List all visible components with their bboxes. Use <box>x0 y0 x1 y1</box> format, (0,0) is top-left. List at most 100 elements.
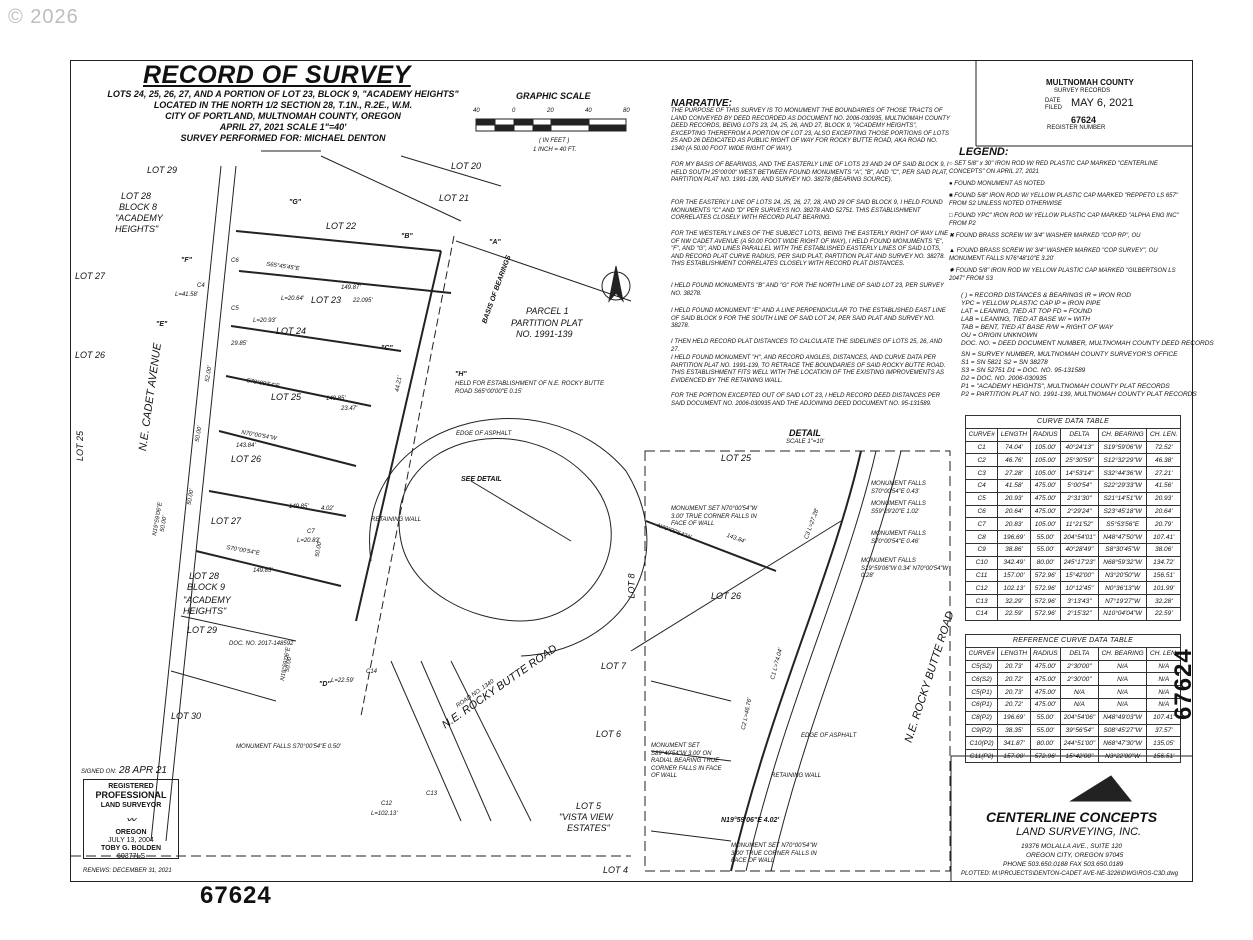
table-cell: 475.00' <box>1029 491 1062 506</box>
legend-abbrev-7: DOC. NO. = DEED DOCUMENT NUMBER, MULTNOM… <box>961 340 1214 347</box>
legend-abbrev-8: SN = SURVEY NUMBER, MULTNOMAH COUNTY SUR… <box>961 351 1178 358</box>
subtitle-line-3: CITY OF PORTLAND, MULTNOMAH COUNTY, OREG… <box>165 111 401 121</box>
plan-lot-label: LOT 27 <box>211 516 242 526</box>
stamp-line: PROFESSIONAL <box>95 790 167 800</box>
table-cell: N68°47'30"W <box>1097 736 1148 751</box>
table-cell: 80.00' <box>1029 736 1062 751</box>
table-cell: 105.00' <box>1029 453 1062 468</box>
ref-table-title: REFERENCE CURVE DATA TABLE <box>965 634 1181 648</box>
table-cell: S22°29'33"W <box>1097 478 1148 493</box>
table-cell: 20.79' <box>1146 517 1181 532</box>
plan-lot-label: LOT 27 <box>75 271 106 281</box>
table-cell: 55.00' <box>1029 723 1062 738</box>
plan-lot-label: HEIGHTS" <box>183 606 227 616</box>
survey-screw-icon: ▲ <box>949 248 957 254</box>
table-cell: S23°45'18"W <box>1097 504 1148 519</box>
plan-dimension: 4.02' <box>321 506 334 512</box>
stamp-license: 60377LS <box>116 853 146 860</box>
table-cell: 2°15'32" <box>1060 606 1099 621</box>
table-cell: C11(P2) <box>964 749 999 763</box>
col-header: LENGTH <box>997 646 1031 661</box>
narrative-paragraph-1: THE PURPOSE OF THIS SURVEY IS TO MONUMEN… <box>671 108 950 152</box>
plan-lot-label: HEIGHTS" <box>115 224 159 234</box>
stamp-line: REGISTERED <box>108 783 154 790</box>
table-cell: 134.72' <box>1146 555 1181 570</box>
monument-falls-note: MONUMENT FALLS S70°00'54"E 0.50' <box>236 744 341 750</box>
detail-retaining-wall: RETAINING WALL <box>771 773 822 779</box>
table-cell: 105.00' <box>1029 466 1062 480</box>
plan-lot-label: LOT 21 <box>439 193 470 203</box>
plan-dimension: C14 <box>366 669 378 675</box>
table-row: C8(P2)196.69'55.00'204°54'06"N48°49'03"W… <box>964 710 1181 725</box>
company-subtitle: LAND SURVEYING, INC. <box>1016 826 1142 838</box>
plan-dimension: L=20.83' <box>297 538 321 544</box>
table-cell: 55.00' <box>1029 530 1062 544</box>
plan-dimension: L=20.93' <box>253 318 277 324</box>
table-cell: N10°04'04"W <box>1097 606 1148 621</box>
table-cell: C10 <box>964 555 999 570</box>
table-cell: 55.00' <box>1029 710 1062 725</box>
col-header: CH. LEN. <box>1146 427 1181 442</box>
monument-h-note: HELD FOR ESTABLISHMENT OF N.E. ROCKY BUT… <box>455 381 605 395</box>
plan-lot-label: LOT 28 <box>121 191 152 201</box>
table-cell: N3°22'00"W <box>1097 749 1148 763</box>
found-monument-icon: ● <box>949 181 955 187</box>
plan-lot-label: LOT 25 <box>75 430 86 462</box>
county-records: SURVEY RECORDS <box>1054 88 1111 94</box>
table-cell: 572.96' <box>1029 606 1062 621</box>
plan-dimension: 29.85' <box>231 341 248 347</box>
table-cell: 20.73' <box>997 659 1031 674</box>
table-cell: C7 <box>964 517 999 532</box>
table-cell: 157.00' <box>997 749 1031 763</box>
table-cell: N/A <box>1097 672 1148 687</box>
table-cell: N7°19'27"W <box>1097 594 1148 608</box>
table-cell: 74.04' <box>997 440 1031 455</box>
scale-ratio: 1 INCH = 40 FT. <box>533 147 577 153</box>
table-cell: 475.00' <box>1029 672 1062 687</box>
stamp-date: JULY 13, 2004 <box>108 837 154 844</box>
company-address: 19376 MOLALLA AVE., SUITE 120 <box>1021 843 1123 850</box>
narrative-paragraph-5: I HELD FOUND MONUMENTS "B" AND "G" FOR T… <box>671 283 944 297</box>
table-cell: 38.35' <box>997 723 1031 738</box>
table-cell: 38.06' <box>1146 542 1181 557</box>
narrative-paragraph-6: I HELD FOUND MONUMENT "E" AND A LINE PER… <box>671 308 946 330</box>
table-cell: 475.00' <box>1029 504 1062 519</box>
table-cell: C1 <box>964 440 999 455</box>
legend-symbol-7: ✸ FOUND 5/8" IRON ROD W/ YELLOW PLASTIC … <box>949 268 1176 282</box>
curve-table-header: CURVE# LENGTH RADIUS DELTA CH. BEARING C… <box>964 427 1181 442</box>
legend-abbrev-1: ( ) = RECORD DISTANCES & BEARINGS IR = I… <box>961 292 1131 299</box>
table-cell: 32.28' <box>1146 594 1181 608</box>
parcel-label: PARTITION PLAT <box>511 318 583 328</box>
table-cell: 156.51' <box>1146 749 1181 763</box>
table-cell: 14°53'14" <box>1060 466 1099 480</box>
signature-mark: 〰 <box>126 815 136 825</box>
table-cell: 37.57' <box>1146 723 1181 738</box>
table-cell: N/A <box>1146 659 1181 674</box>
legend-abbrev-12: P1 = "ACADEMY HEIGHTS", MULTNOMAH COUNTY… <box>961 383 1170 390</box>
subtitle-line-4: APRIL 27, 2021 SCALE 1"=40' <box>219 122 347 132</box>
scale-tick-5: 80 <box>623 108 630 114</box>
legend-abbrev-9: S1 = SN 5821 S2 = SN 38278 <box>961 359 1048 366</box>
plan-dimension: L=22.59' <box>331 678 355 684</box>
table-cell: 107.41' <box>1146 530 1181 544</box>
survey-plan-drawing <box>71 61 1192 881</box>
legend-abbrev-10: S3 = SN 52751 D1 = DOC. NO. 95-131589 <box>961 367 1086 374</box>
table-cell: C5(P1) <box>964 685 999 699</box>
plan-dimension: 143.84' <box>236 443 256 449</box>
curve-data-table: CURVE DATA TABLE CURVE# LENGTH RADIUS DE… <box>964 415 1181 621</box>
plan-dimension: C13 <box>426 791 438 797</box>
company-name: CENTERLINE CONCEPTS <box>986 809 1158 825</box>
col-header: CURVE# <box>964 427 999 442</box>
table-cell: 196.69' <box>997 530 1031 544</box>
table-cell: 46.76' <box>997 453 1031 468</box>
detail-note: MONUMENT SET N70°00'54"W 3.00' TRUE CORN… <box>731 843 818 865</box>
table-cell: S32°44'36"W <box>1097 466 1148 480</box>
monument-e: "E" <box>156 321 168 328</box>
plan-lot-label: LOT 29 <box>147 165 178 175</box>
table-cell: 11°21'52" <box>1060 517 1099 532</box>
table-cell: 39°56'54" <box>1060 723 1099 738</box>
table-cell: C3 <box>964 466 999 480</box>
gilbertson-rod-icon: ✸ <box>949 268 956 274</box>
